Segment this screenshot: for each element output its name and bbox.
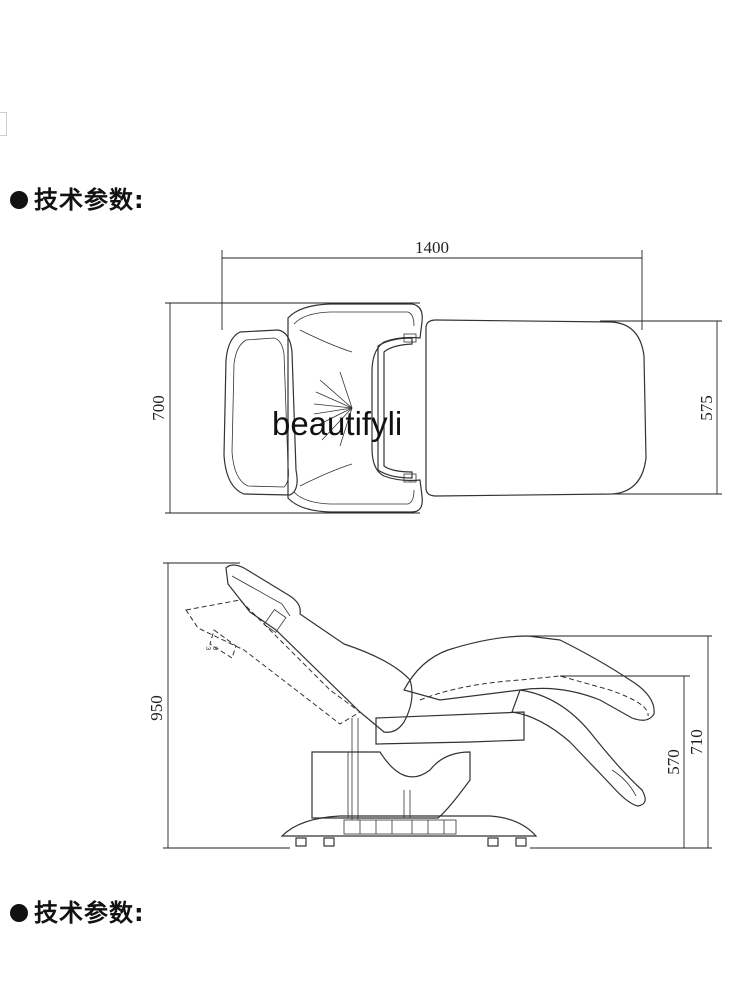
seat-dashed xyxy=(419,675,649,717)
top-view: 1400 700 575 xyxy=(149,238,722,514)
dim-length-label: 1400 xyxy=(415,238,449,257)
foot xyxy=(515,837,527,847)
spec-heading-bottom: 技术参数: xyxy=(10,893,145,928)
seat-outline xyxy=(425,319,647,497)
legrest xyxy=(511,689,646,807)
spec-heading-bottom-text: 技术参数: xyxy=(34,899,145,927)
dim-height-label: 950 xyxy=(147,695,166,721)
base-column xyxy=(311,751,471,819)
seat-cushion xyxy=(403,635,655,721)
corner-mark xyxy=(0,112,7,136)
spec-heading-top-text: 技术参数: xyxy=(34,186,145,214)
backrest-reclined-dashed xyxy=(185,599,361,725)
backrest-seam xyxy=(299,463,353,487)
backrest-outline xyxy=(287,303,423,513)
tiny-annotation: ω ω xyxy=(206,645,218,652)
backrest-upright xyxy=(225,564,413,733)
seat-frame xyxy=(375,711,525,745)
hinge-block xyxy=(403,333,417,343)
headrest-pad-line xyxy=(231,575,291,617)
legrest-footpad xyxy=(611,769,637,797)
dim-seat-low-label: 570 xyxy=(664,749,683,775)
dim-width-label: 700 xyxy=(149,395,168,421)
foot xyxy=(323,837,335,847)
armrest-bracket xyxy=(377,337,413,479)
foot xyxy=(487,837,499,847)
spec-heading-top: 技术参数: xyxy=(10,180,145,215)
backrest-inner xyxy=(293,311,415,327)
headrest-hinge xyxy=(263,609,287,633)
backrest-inner xyxy=(293,489,415,505)
pedal-details xyxy=(359,820,445,834)
headrest-outline xyxy=(223,329,298,496)
watermark-text: beautifyli xyxy=(272,405,403,442)
backrest-seam-fan xyxy=(313,371,353,447)
bullet-icon xyxy=(10,191,28,209)
headrest-inner xyxy=(231,337,289,488)
foot xyxy=(295,837,307,847)
hinge-block xyxy=(403,473,417,483)
pedal-box xyxy=(343,819,457,835)
backrest-seam xyxy=(299,329,353,353)
bullet-icon xyxy=(10,904,28,922)
dim-seat-high-label: 710 xyxy=(687,729,706,755)
dim-seat-width-label: 575 xyxy=(697,395,716,421)
side-view: 950 710 570 ω ω xyxy=(147,562,712,849)
base-plate xyxy=(280,815,538,837)
headrest-reclined-dashed xyxy=(209,629,237,659)
